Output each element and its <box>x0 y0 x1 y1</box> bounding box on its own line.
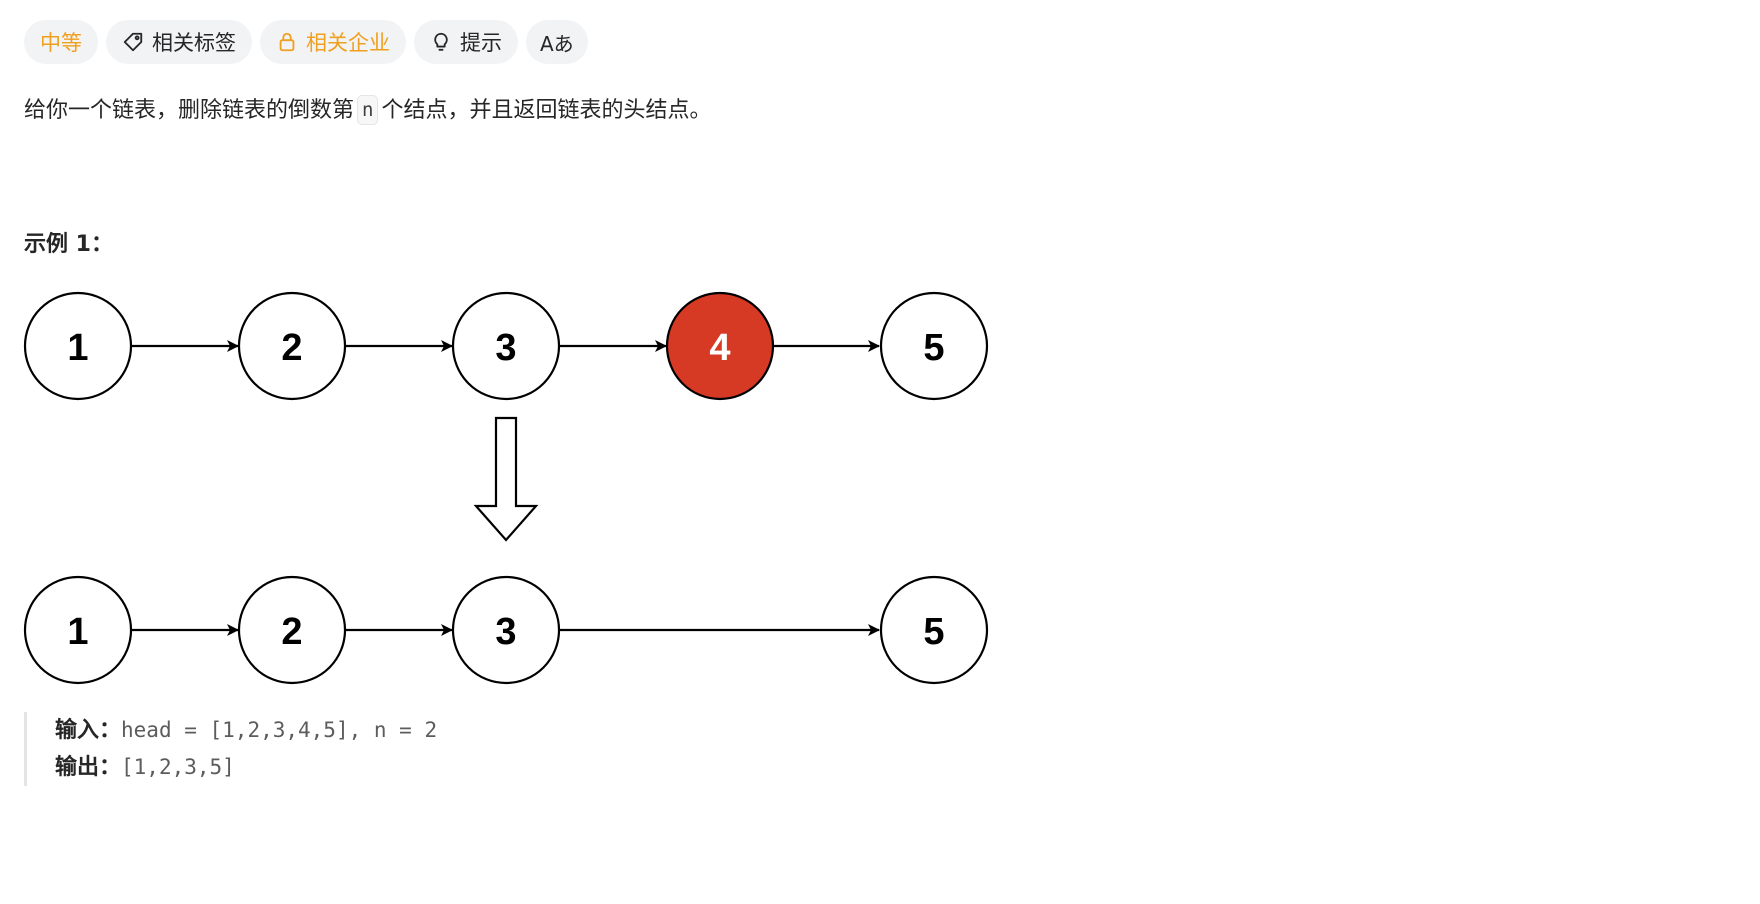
bottom-node-1: 1 <box>23 575 133 685</box>
example-io-block: 输入：head = [1,2,3,4,5], n = 2 输出：[1,2,3,5… <box>24 712 437 786</box>
translate-icon: Aあ <box>540 31 574 56</box>
lock-icon <box>279 32 295 52</box>
lightbulb-icon <box>434 32 448 51</box>
down-arrow-icon <box>473 416 539 542</box>
example-output-row: 输出：[1,2,3,5] <box>55 749 437 786</box>
output-value: [1,2,3,5] <box>121 755 235 779</box>
bottom-node-3: 3 <box>451 575 561 685</box>
bottom-node-5: 5 <box>879 575 989 685</box>
translate-button[interactable]: Aあ <box>526 20 588 64</box>
hint-button[interactable]: 提示 <box>414 20 518 64</box>
linked-list-diagram: 1 2 3 4 5 1 2 3 5 <box>23 291 989 685</box>
description-text-before: 给你一个链表，删除链表的倒数第 <box>24 98 355 123</box>
top-node-1-label: 1 <box>67 327 88 369</box>
bottom-node-2: 2 <box>237 575 347 685</box>
tag-bar: 中等 相关标签 相关企业 提示 Aあ <box>24 20 588 64</box>
example-input-row: 输入：head = [1,2,3,4,5], n = 2 <box>55 712 437 749</box>
top-node-2-label: 2 <box>281 327 302 369</box>
top-node-4-removed: 4 <box>665 291 775 401</box>
bottom-node-5-label: 5 <box>923 611 944 653</box>
top-node-4-label: 4 <box>709 327 730 369</box>
related-companies-label: 相关企业 <box>306 31 390 55</box>
input-value: head = [1,2,3,4,5], n = 2 <box>121 718 438 742</box>
output-label: 输出： <box>55 755 122 780</box>
hint-label: 提示 <box>460 31 502 55</box>
example-title: 示例 1： <box>24 232 113 257</box>
related-tags-button[interactable]: 相关标签 <box>106 20 252 64</box>
top-node-2: 2 <box>237 291 347 401</box>
top-node-3-label: 3 <box>495 327 516 369</box>
related-companies-button[interactable]: 相关企业 <box>260 20 406 64</box>
inline-code-n: n <box>357 95 379 125</box>
difficulty-badge[interactable]: 中等 <box>24 20 98 64</box>
tag-icon <box>123 32 143 52</box>
top-node-3: 3 <box>451 291 561 401</box>
bottom-node-3-label: 3 <box>495 611 516 653</box>
related-tags-label: 相关标签 <box>152 31 236 55</box>
difficulty-label: 中等 <box>40 31 82 55</box>
top-node-1: 1 <box>23 291 133 401</box>
description-text-after: 个结点，并且返回链表的头结点。 <box>381 98 712 123</box>
top-node-5-label: 5 <box>923 327 944 369</box>
input-label: 输入： <box>55 718 122 743</box>
top-node-5: 5 <box>879 291 989 401</box>
bottom-node-2-label: 2 <box>281 611 302 653</box>
bottom-node-1-label: 1 <box>67 611 88 653</box>
